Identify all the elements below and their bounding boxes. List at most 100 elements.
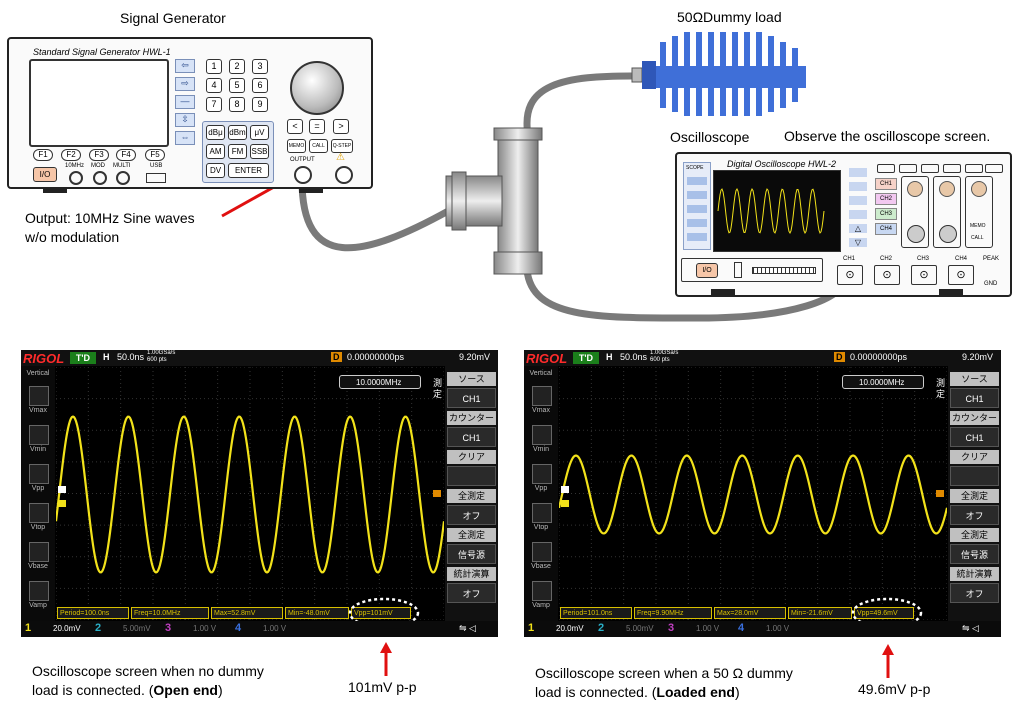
call-key[interactable]: CALL (309, 139, 328, 153)
menu-item-header[interactable]: 統計演算 (447, 567, 496, 581)
measure-icon[interactable] (532, 503, 552, 523)
key-1[interactable]: 1 (206, 59, 222, 74)
key-7[interactable]: 7 (206, 97, 222, 112)
mod-connector[interactable] (93, 171, 107, 185)
io-key[interactable]: I/O (33, 167, 57, 182)
dbm-key[interactable]: dBm (228, 125, 247, 140)
minus-key[interactable]: — (175, 95, 195, 109)
key-6[interactable]: 6 (252, 78, 268, 93)
menu-item-header[interactable]: カウンター (447, 411, 496, 425)
qstep-key[interactable]: Q-STEP (331, 139, 353, 153)
scope-softkey-4[interactable] (849, 210, 867, 219)
channel-number[interactable]: 4 (235, 622, 242, 634)
menu-item-value[interactable]: CH1 (447, 388, 496, 408)
f5-key[interactable]: F5 (145, 149, 165, 161)
menu-item-header[interactable]: 統計演算 (950, 567, 999, 581)
am-key[interactable]: AM (206, 144, 225, 159)
key-2[interactable]: 2 (229, 59, 245, 74)
menu-item-header[interactable]: ソース (447, 372, 496, 386)
ch3-select[interactable]: CH3 (875, 208, 897, 220)
scope-side-btn-2[interactable] (687, 191, 707, 199)
channel-number[interactable]: 3 (165, 622, 172, 634)
ch4-select[interactable]: CH4 (875, 223, 897, 235)
channel-number[interactable]: 4 (738, 622, 745, 634)
menu-item-value[interactable]: CH1 (950, 427, 999, 447)
key-5[interactable]: 5 (229, 78, 245, 93)
measure-icon[interactable] (29, 581, 49, 601)
f3-key[interactable]: F3 (89, 149, 109, 161)
channel-number[interactable]: 1 (528, 622, 535, 634)
memo-key[interactable]: MEMO (287, 139, 306, 153)
measure-icon[interactable] (29, 386, 49, 406)
key-3[interactable]: 3 (252, 59, 268, 74)
top-key-6[interactable] (985, 164, 1003, 173)
scope-softkey-2[interactable] (849, 182, 867, 191)
measure-icon[interactable] (29, 542, 49, 562)
top-key-3[interactable] (921, 164, 939, 173)
enter-key[interactable]: ENTER (228, 163, 269, 178)
key-8[interactable]: 8 (229, 97, 245, 112)
measure-icon[interactable] (29, 503, 49, 523)
menu-item-value[interactable]: オフ (447, 505, 496, 525)
measure-icon[interactable] (532, 581, 552, 601)
measure-icon[interactable] (532, 464, 552, 484)
key-9[interactable]: 9 (252, 97, 268, 112)
ch2-input[interactable]: ⊙ (874, 265, 900, 285)
key-4[interactable]: 4 (206, 78, 222, 93)
f4-key[interactable]: F4 (116, 149, 136, 161)
position-knob-3[interactable] (971, 181, 987, 197)
measure-icon[interactable] (532, 425, 552, 445)
menu-item-value[interactable]: オフ (950, 505, 999, 525)
scope-usb-port[interactable] (734, 262, 742, 278)
measure-icon[interactable] (532, 542, 552, 562)
menu-item-header[interactable]: カウンター (950, 411, 999, 425)
uv-key[interactable]: μV (250, 125, 269, 140)
top-key-2[interactable] (899, 164, 917, 173)
dbu-key[interactable]: dBμ (206, 125, 225, 140)
fm-key[interactable]: FM (228, 144, 247, 159)
position-knob-1[interactable] (907, 181, 923, 197)
scope-side-btn-5[interactable] (687, 233, 707, 241)
nav-right-key[interactable]: > (333, 119, 349, 134)
updown-key[interactable]: ⇳ (175, 113, 195, 127)
top-key-4[interactable] (943, 164, 961, 173)
nav-left-key[interactable]: < (287, 119, 303, 134)
menu-item-value[interactable]: オフ (950, 583, 999, 603)
arrow-left-key[interactable]: ⇦ (175, 59, 195, 73)
aux-connector[interactable] (335, 166, 353, 184)
ssb-key[interactable]: SSB (250, 144, 269, 159)
channel-number[interactable]: 2 (95, 622, 102, 634)
top-key-1[interactable] (877, 164, 895, 173)
tuning-knob[interactable] (290, 61, 344, 115)
menu-item-header[interactable]: クリア (447, 450, 496, 464)
menu-item-value[interactable]: CH1 (447, 427, 496, 447)
f2-key[interactable]: F2 (61, 149, 81, 161)
measure-icon[interactable] (532, 386, 552, 406)
channel-number[interactable]: 2 (598, 622, 605, 634)
channel-number[interactable]: 1 (25, 622, 32, 634)
channel-number[interactable]: 3 (668, 622, 675, 634)
10mhz-connector[interactable] (69, 171, 83, 185)
output-connector[interactable] (294, 166, 312, 184)
menu-item-header[interactable]: 全測定 (950, 528, 999, 542)
measure-icon[interactable] (29, 425, 49, 445)
menu-item-value[interactable] (447, 466, 496, 486)
scope-softkey-1[interactable] (849, 168, 867, 177)
nav-equal-key[interactable]: = (309, 119, 325, 134)
scope-side-btn-1[interactable] (687, 177, 707, 185)
f1-key[interactable]: F1 (33, 149, 53, 161)
menu-item-value[interactable] (950, 466, 999, 486)
menu-item-value[interactable]: 信号源 (950, 544, 999, 564)
ch1-select[interactable]: CH1 (875, 178, 897, 190)
arrow-right-key[interactable]: ⇨ (175, 77, 195, 91)
ch4-input[interactable]: ⊙ (948, 265, 974, 285)
scope-side-btn-4[interactable] (687, 219, 707, 227)
scope-down-key[interactable]: ▽ (849, 238, 867, 247)
ch3-input[interactable]: ⊙ (911, 265, 937, 285)
usb-port[interactable] (146, 173, 166, 183)
menu-item-header[interactable]: 全測定 (447, 489, 496, 503)
menu-item-value[interactable]: 信号源 (447, 544, 496, 564)
scope-side-btn-3[interactable] (687, 205, 707, 213)
menu-item-header[interactable]: ソース (950, 372, 999, 386)
ch2-select[interactable]: CH2 (875, 193, 897, 205)
